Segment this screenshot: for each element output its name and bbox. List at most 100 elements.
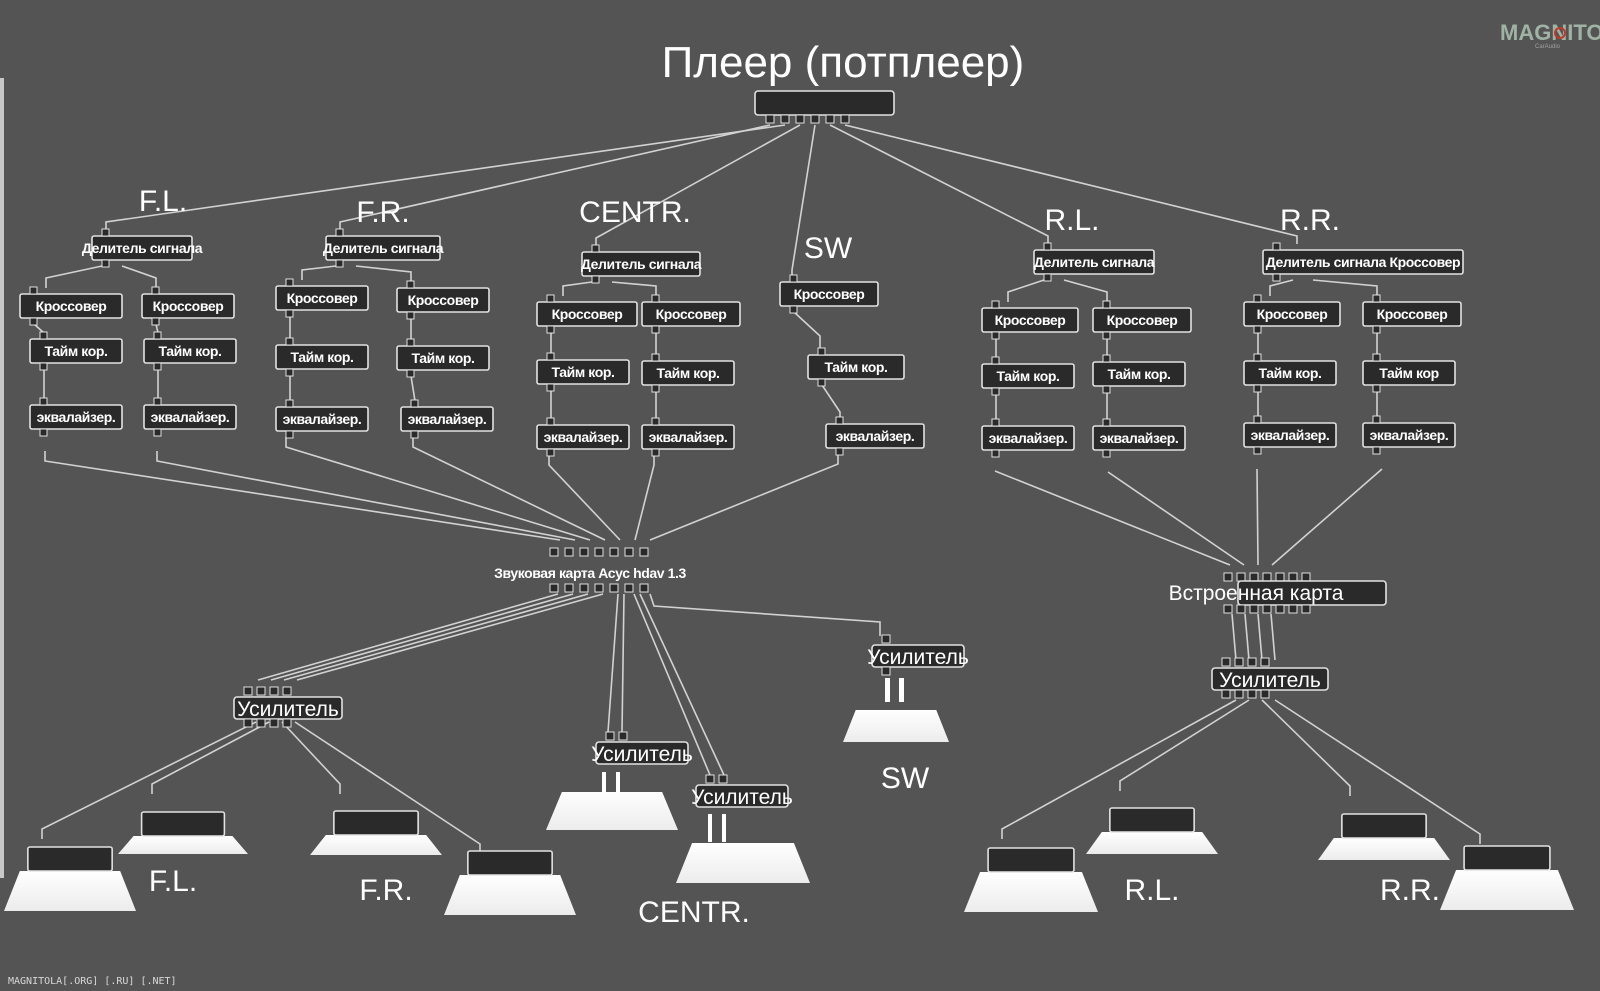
signal-wire [1107, 471, 1245, 566]
eq-b-0-in-port [153, 397, 162, 406]
eq-a-2-box [536, 424, 630, 450]
eq-b-5-box [1362, 422, 1456, 448]
crossover-b-0-label: Кроссовер [153, 298, 224, 314]
time-b-5-in-port [1372, 353, 1381, 362]
splitter-5-out-port [1272, 273, 1281, 282]
signal-wire [595, 124, 801, 246]
speaker-label-fr: F.R. [359, 874, 412, 907]
time-b-4-box [1092, 361, 1186, 387]
eq-b-5-in-port [1372, 415, 1381, 424]
speaker-label-rl: R.L. [1124, 874, 1179, 907]
signal-wire [1274, 699, 1481, 844]
splitter-1-box [325, 235, 441, 261]
splitter-5-label: Делитель сигнала Кроссовер [1266, 254, 1460, 270]
time-a-1-box [275, 344, 369, 370]
signal-wire [1007, 279, 1045, 302]
eq-b-1-out-port [410, 430, 419, 439]
amp-rear-box [1211, 667, 1329, 691]
builtin-out-port [1223, 604, 1233, 614]
splitter-2-box [581, 251, 701, 277]
amp-centr-b-leg [708, 814, 712, 842]
signal-wire [994, 470, 1231, 566]
time-b-1-in-port [406, 338, 415, 347]
eq-b-4-in-port [1102, 418, 1111, 427]
eq-b-4-out-port [1102, 449, 1111, 458]
footer-text: MAGNITOLA[.ORG] [.RU] [.NET] [8, 976, 177, 987]
splitter-0-in-port [101, 228, 110, 237]
crossover-b-5-out-port [1372, 325, 1381, 334]
speaker-rr-tweeter [1318, 838, 1450, 860]
signal-wire [793, 311, 821, 350]
time-a-5-label: Тайм кор. [1258, 365, 1321, 381]
time-b-1-label: Тайм кор. [411, 350, 474, 366]
crossover-sw-label: Кроссовер [794, 286, 865, 302]
signal-wire [270, 593, 574, 681]
amp-rear-in-port [1221, 657, 1231, 667]
amp-centr-a-label: Усилитель [591, 743, 693, 766]
crossover-a-4-in-port [991, 300, 1000, 309]
time-a-2-box [536, 359, 630, 385]
eq-a-2-in-port [546, 417, 555, 426]
asus-out-port [579, 583, 589, 593]
builtin-in-port [1301, 572, 1311, 582]
speaker-fl-woofer [4, 871, 136, 911]
eq-b-4-box [1092, 425, 1186, 451]
signal-wire [649, 593, 881, 636]
asus-out-port [564, 583, 574, 593]
time-b-5-label: Тайм кор [1379, 365, 1439, 381]
amp-rear-in-port [1234, 657, 1244, 667]
left-edge-bar [0, 78, 4, 878]
builtin-in-port [1288, 572, 1298, 582]
amp-sw-label: Усилитель [867, 646, 969, 669]
time-a-4-in-port [991, 356, 1000, 365]
signal-wire [45, 265, 103, 288]
diagram-title: Плеер (потплеер) [662, 38, 1025, 87]
signal-wire [621, 593, 625, 733]
time-a-1-label: Тайм кор. [290, 349, 353, 365]
splitter-5-in-port [1272, 242, 1281, 251]
signal-wire [829, 124, 1049, 244]
logo-text: MAGNITOLA [1500, 20, 1600, 45]
signal-wire [410, 375, 416, 402]
speaker-rr-tweeter-cap [1341, 813, 1427, 839]
splitter-4-in-port [1043, 242, 1052, 251]
eq-a-5-label: эквалайзер. [1251, 427, 1330, 443]
crossover-a-2-box [536, 301, 638, 327]
amp-sw-box [871, 644, 965, 668]
time-a-0-label: Тайм кор. [44, 343, 107, 359]
time-b-4-out-port [1102, 385, 1111, 394]
eq-sw-label: эквалайзер. [836, 428, 915, 444]
asus-in-port [639, 547, 649, 557]
eq-a-4-out-port [991, 449, 1000, 458]
eq-a-4-box [981, 425, 1075, 451]
amp-rear-in-port [1247, 657, 1257, 667]
asus-out-port [624, 583, 634, 593]
signal-wire [283, 593, 589, 681]
speaker-fr-woofer-cap [467, 850, 553, 876]
signal-wire [296, 593, 604, 681]
asus-in-port [624, 547, 634, 557]
crossover-a-2-in-port [546, 294, 555, 303]
crossover-a-0-out-port [29, 317, 38, 326]
signal-wire [1231, 613, 1237, 661]
signal-wire [1257, 613, 1263, 661]
time-a-5-out-port [1253, 384, 1262, 393]
crossover-sw-box [779, 281, 879, 307]
splitter-4-out-port [1043, 273, 1052, 282]
time-a-0-out-port [39, 362, 48, 371]
builtin-in-port [1262, 572, 1272, 582]
amp-rear-in-port [1260, 657, 1270, 667]
amp-centr-b-box [695, 784, 789, 808]
asus-in-port [609, 547, 619, 557]
time-b-5-out-port [1372, 384, 1381, 393]
channel-label-fl: F.L. [139, 185, 187, 218]
signal-wire [844, 124, 1298, 244]
amp-sw-leg [899, 678, 904, 702]
time-b-0-in-port [153, 331, 162, 340]
crossover-a-4-out-port [991, 331, 1000, 340]
crossover-b-5-label: Кроссовер [1377, 306, 1448, 322]
time-b-5-box [1362, 360, 1456, 386]
time-a-0-in-port [39, 331, 48, 340]
signal-wire [1119, 699, 1250, 791]
